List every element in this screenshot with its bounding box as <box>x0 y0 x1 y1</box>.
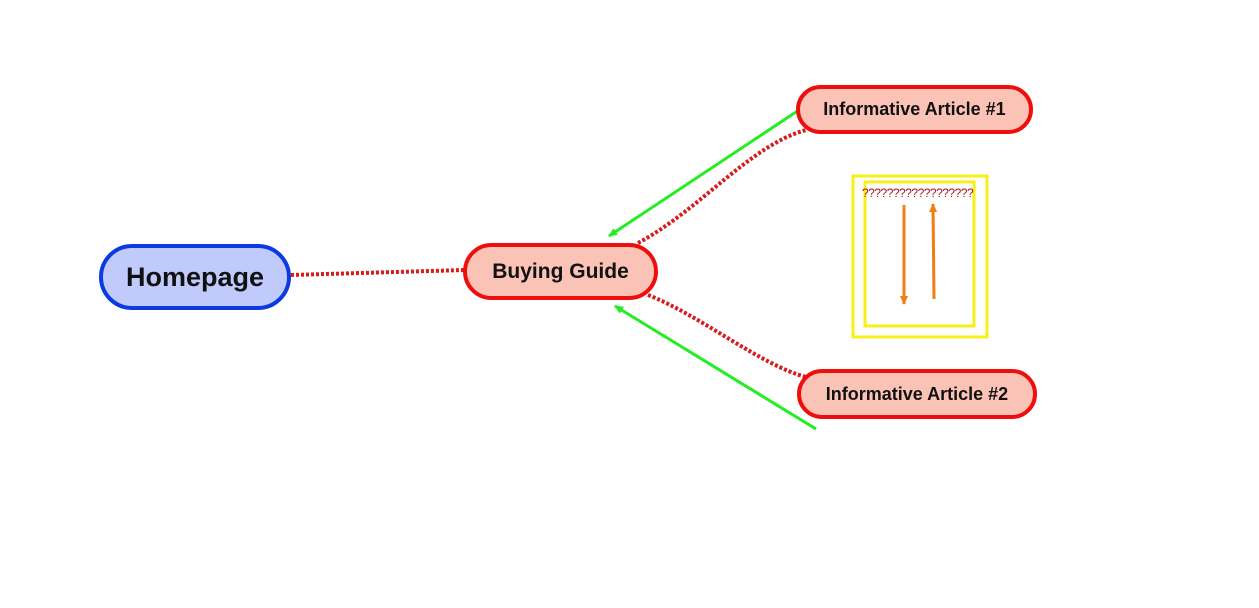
buying-guide-to-article-2-link <box>647 293 807 379</box>
homepage-label: Homepage <box>125 261 265 292</box>
informative-article-1-node[interactable]: Informative Article #1 <box>796 85 1033 134</box>
highlight-box-inner <box>863 180 976 328</box>
buying-guide-to-article-1-link <box>637 128 807 245</box>
highlight-box-outer <box>851 174 989 339</box>
informative-article-1-label: Informative Article #1 <box>823 99 1006 119</box>
placeholder-text: ?????????????????? <box>862 186 974 200</box>
buying-guide-node[interactable]: Buying Guide <box>463 243 658 300</box>
informative-article-2-node[interactable]: Informative Article #2 <box>797 369 1037 419</box>
up-arrow-icon <box>929 203 938 300</box>
article-2-backlink-arrow <box>614 304 817 431</box>
homepage-to-buying-guide-link <box>290 268 466 277</box>
buying-guide-label: Buying Guide <box>492 259 629 283</box>
informative-article-2-label: Informative Article #2 <box>825 383 1009 404</box>
article-1-backlink-arrow <box>608 108 800 238</box>
homepage-node[interactable]: Homepage <box>99 244 291 310</box>
